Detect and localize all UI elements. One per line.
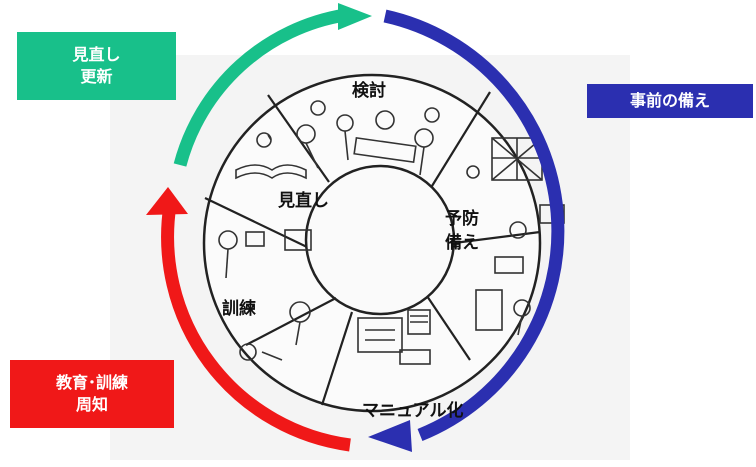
green-arrow-head — [338, 3, 372, 30]
education-training-box: 教育･訓練 周知 — [10, 360, 174, 428]
review-update-box: 見直し 更新 — [17, 32, 176, 100]
segment-label-kentou: 検討 — [352, 81, 386, 101]
red-arrow-head — [146, 187, 188, 215]
blue-arrow-head — [368, 420, 412, 452]
segment-label-manual: マニュアル化 — [362, 401, 464, 421]
review-box-line1: 見直し — [72, 45, 121, 64]
segment-label-yobou-line1: 予防 — [445, 209, 479, 229]
segment-label-yobou: 予防 備え — [445, 207, 479, 255]
segment-label-minaoshi: 見直し — [278, 191, 329, 211]
preparation-box-label: 事前の備え — [629, 91, 710, 110]
green-cycle-arrow-body — [173, 8, 347, 167]
blue-cycle-arrow-body — [383, 9, 565, 442]
inner-hub — [304, 164, 456, 316]
review-box-line2: 更新 — [80, 67, 113, 86]
education-box-line2: 周知 — [75, 395, 108, 414]
education-box-line1: 教育･訓練 — [55, 373, 128, 392]
segment-label-kunren: 訓練 — [222, 299, 256, 319]
red-cycle-arrow-body — [161, 204, 351, 452]
advance-preparation-box: 事前の備え — [587, 84, 753, 118]
segment-label-yobou-line2: 備え — [445, 233, 479, 253]
